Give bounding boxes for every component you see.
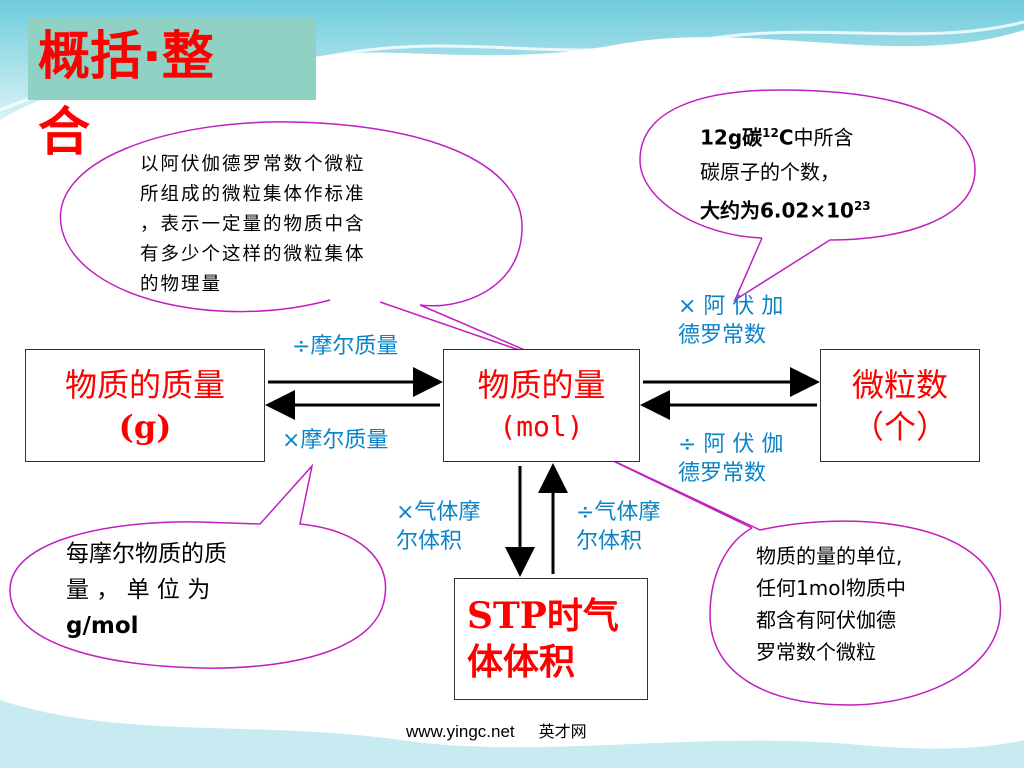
bubble-molar-mass <box>9 463 387 669</box>
label-divide-avogadro-line2: 德罗常数 <box>678 461 767 486</box>
box-particles-label: 微粒数 <box>851 365 948 404</box>
note-mole-definition-line: 的物理量 <box>140 274 223 295</box>
note-mole-definition-line: 所组成的微粒集体作标准 <box>140 184 366 205</box>
footer-site-name: 英才网 <box>538 722 587 741</box>
label-multiply-gas-line2: 尔体积 <box>396 529 463 554</box>
note-mole-definition-line: 以阿伏伽德罗常数个微粒 <box>140 154 366 175</box>
note-avogadro-suffix: 中所含 <box>793 125 854 150</box>
note-avogadro-prefix: 12g碳 <box>700 125 763 150</box>
footer-url[interactable]: www.yingc.net <box>406 722 515 741</box>
label-divide-gas-line1: ÷气体摩 <box>576 500 661 525</box>
label-multiply-molar-mass: ×摩尔质量 <box>282 428 389 453</box>
bubble-mole-definition <box>59 121 549 361</box>
box-mass: 物质的质量 (g) <box>25 349 265 462</box>
label-divide-avogadro: ÷ 阿 伏 伽 德罗常数 <box>678 430 783 488</box>
note-molar-mass: 每摩尔物质的质 量 ， 单 位 为 g/mol <box>66 536 316 644</box>
label-multiply-avogadro-line2: 德罗常数 <box>678 323 767 348</box>
label-multiply-gas-molar-volume: ×气体摩 尔体积 <box>396 498 480 556</box>
label-multiply-avogadro: × 阿 伏 加 德罗常数 <box>678 292 783 350</box>
note-mole-definition-line: 有多少个这样的微粒集体 <box>140 244 366 265</box>
box-mass-unit: (g) <box>118 407 172 446</box>
note-mol-unit-line: 都含有阿伏伽德 <box>756 608 896 632</box>
box-stp-line2: 体体积 <box>467 641 576 683</box>
note-avogadro-element: C <box>778 125 794 150</box>
note-avogadro-line3: 大约为6.02×1023 <box>700 189 871 228</box>
box-stp-line1: STP时气 <box>467 595 619 637</box>
bubble-mol-unit <box>579 444 1002 706</box>
note-avogadro-line1: 12g碳12C中所含 <box>700 116 871 155</box>
note-avogadro-exponent: 23 <box>853 198 871 213</box>
box-amount-unit: (mol) <box>499 409 584 443</box>
note-avogadro-mass-number: 12 <box>762 126 779 140</box>
footer: www.yingc.net 英才网 <box>406 718 587 742</box>
label-divide-gas-molar-volume: ÷气体摩 尔体积 <box>576 498 660 556</box>
note-avogadro: 12g碳12C中所含 碳原子的个数， 大约为6.02×1023 <box>700 116 871 227</box>
slide-title-tail: 合 <box>38 103 91 163</box>
bottom-wave-decoration <box>0 700 1024 768</box>
label-divide-avogadro-line1: ÷ 阿 伏 伽 <box>678 432 784 457</box>
box-amount-of-substance: 物质的量 (mol) <box>443 349 640 462</box>
bubble-avogadro <box>639 89 976 302</box>
note-molar-mass-line: 量 ， 单 位 为 <box>66 577 211 603</box>
note-mol-unit-line: 任何1mol物质中 <box>756 576 906 600</box>
box-mass-label: 物质的质量 <box>64 365 225 404</box>
label-divide-molar-mass: ÷摩尔质量 <box>292 334 399 359</box>
note-avogadro-line2: 碳原子的个数， <box>700 159 840 184</box>
slide-title-text: 概括·整 <box>38 27 214 87</box>
label-divide-gas-line2: 尔体积 <box>576 529 643 554</box>
note-mol-unit: 物质的量的单位, 任何1mol物质中 都含有阿伏伽德 罗常数个微粒 <box>756 540 906 668</box>
note-mole-definition-line: ，表示一定量的物质中含 <box>140 214 366 235</box>
slide-title: 概括·整 <box>28 18 316 100</box>
note-mole-definition: 以阿伏伽德罗常数个微粒 所组成的微粒集体作标准 ，表示一定量的物质中含 有多少个… <box>140 150 366 300</box>
note-avogadro-value: 大约为6.02×10 <box>700 198 854 223</box>
box-particle-count: 微粒数 （个） <box>820 349 980 462</box>
label-multiply-gas-line1: ×气体摩 <box>396 500 481 525</box>
box-stp-gas-volume: STP时气 体体积 <box>454 578 648 700</box>
note-molar-mass-line: g/mol <box>66 613 139 639</box>
box-particles-unit: （个） <box>851 407 948 446</box>
note-molar-mass-line: 每摩尔物质的质 <box>66 541 227 567</box>
box-amount-label: 物质的量 <box>477 365 606 404</box>
label-multiply-avogadro-line1: × 阿 伏 加 <box>678 294 784 319</box>
note-mol-unit-line: 物质的量的单位, <box>756 544 903 568</box>
note-mol-unit-line: 罗常数个微粒 <box>756 640 876 664</box>
